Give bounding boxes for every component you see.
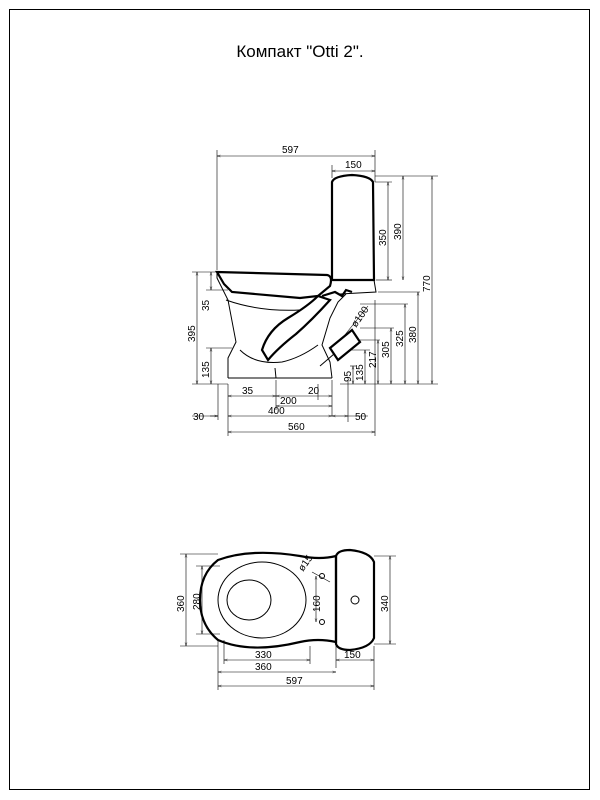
dim-325: 325: [395, 330, 406, 347]
dim-total-height: 770: [422, 275, 433, 292]
top-view: ø15 160 360 280 340 330 150 360 597: [176, 548, 396, 690]
dim-base-200: 200: [280, 396, 297, 407]
drawing-frame: [9, 9, 590, 790]
dim-rim-35: 35: [201, 299, 212, 311]
toilet-top-outline: [198, 551, 338, 649]
dim-bowl-width: 360: [176, 595, 187, 612]
tank-side-outline: [321, 173, 377, 298]
dim-95: 95: [343, 370, 354, 382]
dim-hole-spacing: 160: [312, 595, 323, 612]
dim-305: 305: [381, 341, 392, 358]
dim-217: 217: [368, 351, 379, 368]
tank-top-outline: [319, 548, 376, 652]
dim-length-330: 330: [255, 650, 272, 661]
dim-base-35: 35: [242, 386, 254, 397]
side-view: 597 150 350 390 770 380 325 305 217 135 …: [187, 145, 438, 436]
dim-base-400: 400: [268, 406, 285, 417]
dim-base-20: 20: [308, 386, 320, 397]
dim-tank-width: 340: [380, 595, 391, 612]
dim-135-right: 135: [355, 364, 366, 381]
dim-outlet-height: 135: [201, 361, 212, 378]
dim-bowl-inner: 280: [192, 593, 203, 610]
dim-base-560: 560: [288, 422, 305, 433]
dim-right-50: 50: [355, 412, 367, 423]
dim-380: 380: [408, 326, 419, 343]
toilet-side-outline: [215, 270, 362, 379]
dim-total-length: 597: [286, 676, 303, 687]
dim-total-width: 597: [282, 145, 299, 156]
bolt-hole-bottom: [319, 619, 325, 625]
flush-button-hole: [350, 595, 360, 605]
dim-top-tank-depth: 150: [344, 650, 361, 661]
dim-tank-depth: 150: [345, 160, 362, 171]
dim-length-360: 360: [255, 662, 272, 673]
page-title: Компакт "Otti 2".: [236, 42, 364, 61]
dim-tank-height: 350: [378, 229, 389, 246]
dim-pipe-diameter: ø100: [349, 304, 371, 329]
dim-tank-top-height: 390: [393, 223, 404, 240]
dim-left-30: 30: [193, 412, 205, 423]
dim-seat-height: 395: [187, 325, 198, 342]
